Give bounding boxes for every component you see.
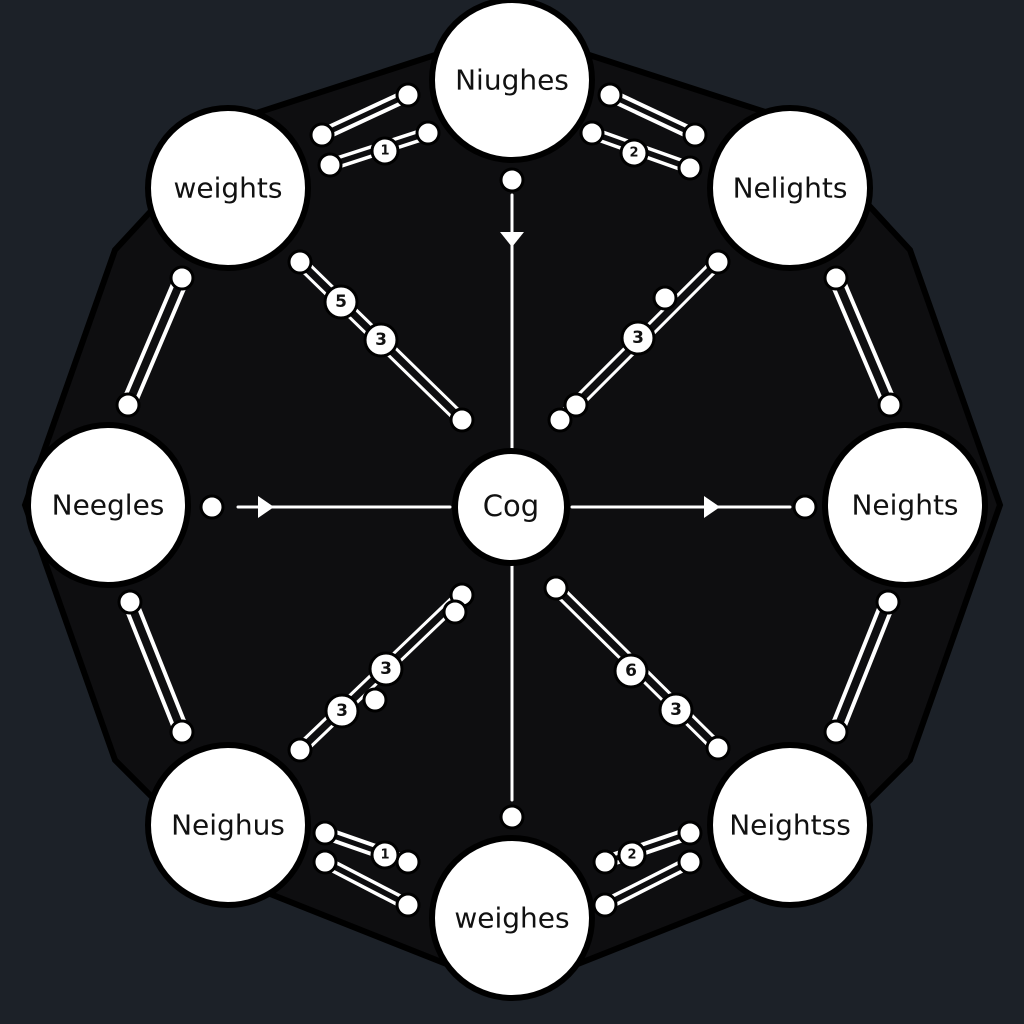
arrow-head xyxy=(704,496,720,518)
ring-edge xyxy=(122,602,179,737)
connector-dot xyxy=(169,719,195,745)
weight-badge xyxy=(324,693,360,729)
connector-dot xyxy=(823,265,849,291)
node-neightss xyxy=(707,742,873,908)
connector-dot xyxy=(362,687,388,713)
ring-edge xyxy=(609,88,699,133)
ring-edge xyxy=(601,856,690,903)
node-niughes xyxy=(429,0,595,163)
connector-dot xyxy=(312,849,338,875)
connector-dot xyxy=(449,407,475,433)
node-nelights xyxy=(707,105,873,271)
arrow-head xyxy=(500,232,524,247)
connector-dot xyxy=(652,285,678,311)
connector-dot xyxy=(877,392,903,418)
node-weighes xyxy=(429,835,595,1001)
ring-edge xyxy=(828,597,885,732)
weight-badge xyxy=(620,320,656,356)
connector-dot xyxy=(312,820,338,846)
connector-dot xyxy=(395,849,421,875)
connector-dot xyxy=(442,599,468,625)
connector-dot xyxy=(875,589,901,615)
ring-edge xyxy=(325,856,412,903)
connector-dot xyxy=(543,575,569,601)
weight-badge xyxy=(617,840,647,870)
connector-dot xyxy=(823,719,849,745)
connector-dot xyxy=(547,407,573,433)
connector-dot xyxy=(317,152,343,178)
weight-badge xyxy=(658,692,694,728)
arrow-head xyxy=(258,496,274,518)
connector-dot xyxy=(592,849,618,875)
ring-edge xyxy=(120,273,179,405)
weight-badge xyxy=(613,653,649,689)
weight-badge xyxy=(619,138,649,168)
connector-dot xyxy=(705,735,731,761)
connector-dot xyxy=(415,120,441,146)
weight-badge xyxy=(370,840,400,870)
connector-dot xyxy=(395,82,421,108)
connector-dot xyxy=(677,155,703,181)
connector-dot xyxy=(677,820,703,846)
connector-dot xyxy=(563,392,589,418)
connector-dot xyxy=(677,849,703,875)
connector-dot xyxy=(395,892,421,918)
weight-badge xyxy=(363,322,399,358)
ring-edge xyxy=(321,97,412,142)
connector-dot xyxy=(792,494,818,520)
ring-edge xyxy=(828,278,887,410)
connector-dot xyxy=(287,249,313,275)
ring-edge xyxy=(839,273,898,405)
connector-dot xyxy=(499,804,525,830)
connector-dot xyxy=(579,120,605,146)
ring-edge xyxy=(133,597,190,732)
connector-dot xyxy=(592,892,618,918)
node-neegles xyxy=(25,422,191,588)
ring-edge xyxy=(839,602,896,737)
connector-dot xyxy=(169,265,195,291)
ring-edge xyxy=(321,864,408,911)
weight-badge xyxy=(370,136,400,166)
node-neights xyxy=(822,422,988,588)
connector-dot xyxy=(705,249,731,275)
connector-dot xyxy=(309,122,335,148)
connector-dot xyxy=(597,82,623,108)
connector-dot xyxy=(499,167,525,193)
connector-dot xyxy=(115,392,141,418)
ring-edge xyxy=(606,97,696,142)
node-weights xyxy=(145,105,311,271)
ring-edge xyxy=(605,864,694,911)
weight-badge xyxy=(323,284,359,320)
node-neighus xyxy=(145,742,311,908)
connector-dot xyxy=(287,737,313,763)
ring-edge xyxy=(318,88,409,133)
weight-badge xyxy=(368,651,404,687)
connector-dot xyxy=(199,494,225,520)
connector-dot xyxy=(117,589,143,615)
ring-edge xyxy=(131,278,190,410)
node-cog xyxy=(452,448,570,566)
connector-dot xyxy=(682,122,708,148)
